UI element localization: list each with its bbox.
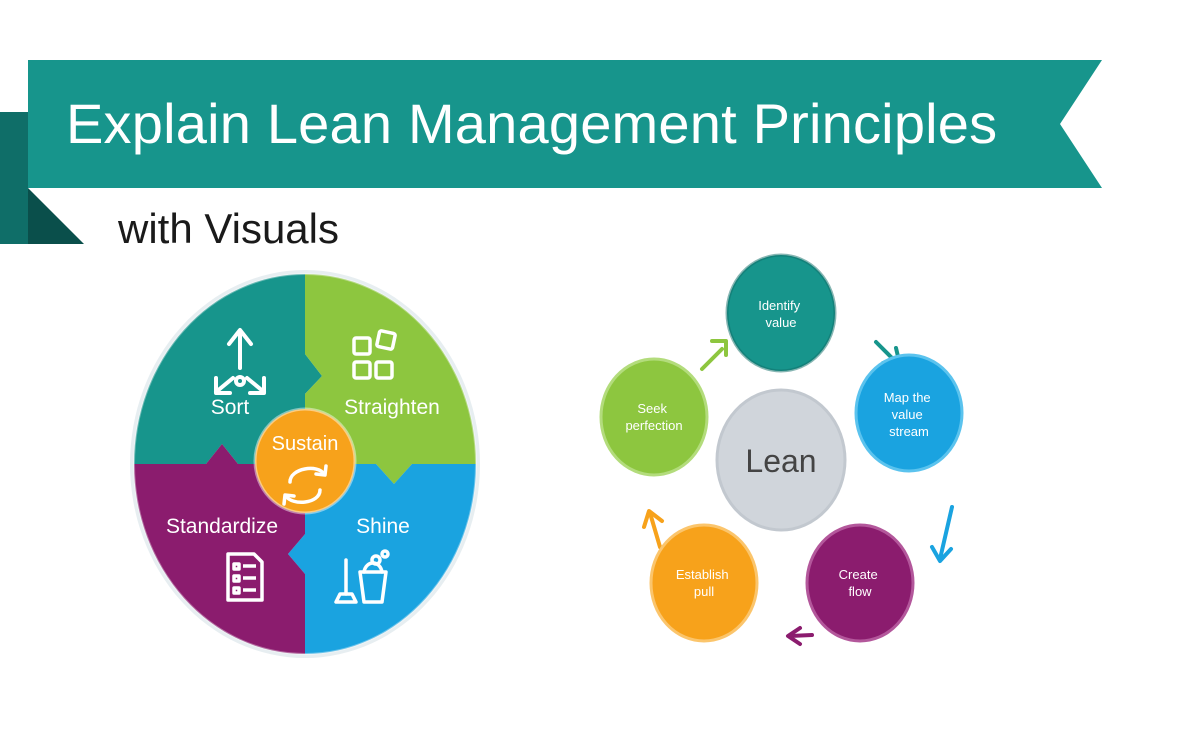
banner-fold-shadow: [0, 112, 84, 244]
step-create-flow: [805, 523, 915, 643]
step-identify-value-label: Identify value: [758, 298, 804, 330]
banner-fold-dark: [28, 188, 84, 244]
center-label-lean: Lean: [745, 443, 816, 479]
step-seek-perfection-line-1: Seek: [637, 401, 667, 416]
segment-label-straighten: Straighten: [344, 396, 440, 419]
step-map-value-stream-line-3: stream: [889, 424, 929, 439]
center-sustain: [253, 407, 357, 515]
refresh-arrows-icon: [282, 464, 328, 506]
step-establish-pull-line-1: Establish: [676, 567, 729, 582]
banner-ribbon: [28, 60, 1102, 188]
arrow-create-to-establish: [786, 626, 814, 646]
segment-label-standardize: Standardize: [166, 515, 278, 538]
segment-label-shine: Shine: [356, 515, 410, 538]
step-map-value-stream-line-2: value: [892, 407, 923, 422]
step-establish-pull-line-2: pull: [694, 584, 714, 599]
step-establish-pull: [649, 523, 759, 643]
checklist-document-icon: [226, 552, 264, 602]
five-s-diagram: Sort Straighten Shine Standardize Sustai…: [130, 270, 480, 658]
segment-label-sort: Sort: [211, 396, 250, 419]
step-seek-perfection-label: Seek perfection: [625, 401, 682, 433]
step-seek-perfection: [599, 357, 709, 477]
step-map-value-stream-label: Map the value stream: [884, 390, 935, 439]
center-lean: [715, 388, 847, 532]
page-subtitle: with Visuals: [118, 205, 339, 252]
arrow-map-to-create: [930, 505, 954, 563]
arrow-seek-to-identify: [700, 339, 728, 371]
step-map-value-stream-line-1: Map the: [884, 390, 931, 405]
lean-cycle-diagram: Lean Identify value Map the value stream…: [599, 253, 964, 646]
step-identify-value-line-2: value: [765, 315, 796, 330]
center-label-sustain: Sustain: [272, 433, 339, 455]
step-identify-value-line-1: Identify: [758, 298, 800, 313]
page-title: Explain Lean Management Principles: [66, 92, 998, 155]
grid-squares-icon: [352, 329, 397, 380]
step-create-flow-line-1: Create: [839, 567, 878, 582]
step-identify-value: [725, 253, 837, 373]
step-create-flow-line-2: flow: [848, 584, 872, 599]
step-establish-pull-label: Establish pull: [676, 567, 732, 599]
step-seek-perfection-line-2: perfection: [625, 418, 682, 433]
arrow-establish-to-seek: [642, 509, 664, 549]
step-create-flow-label: Create flow: [839, 567, 882, 599]
recycle-arrows-icon: [214, 328, 266, 395]
header-banner: [0, 60, 1102, 244]
cleaning-bucket-icon: [334, 549, 390, 604]
step-map-value-stream: [854, 353, 964, 473]
